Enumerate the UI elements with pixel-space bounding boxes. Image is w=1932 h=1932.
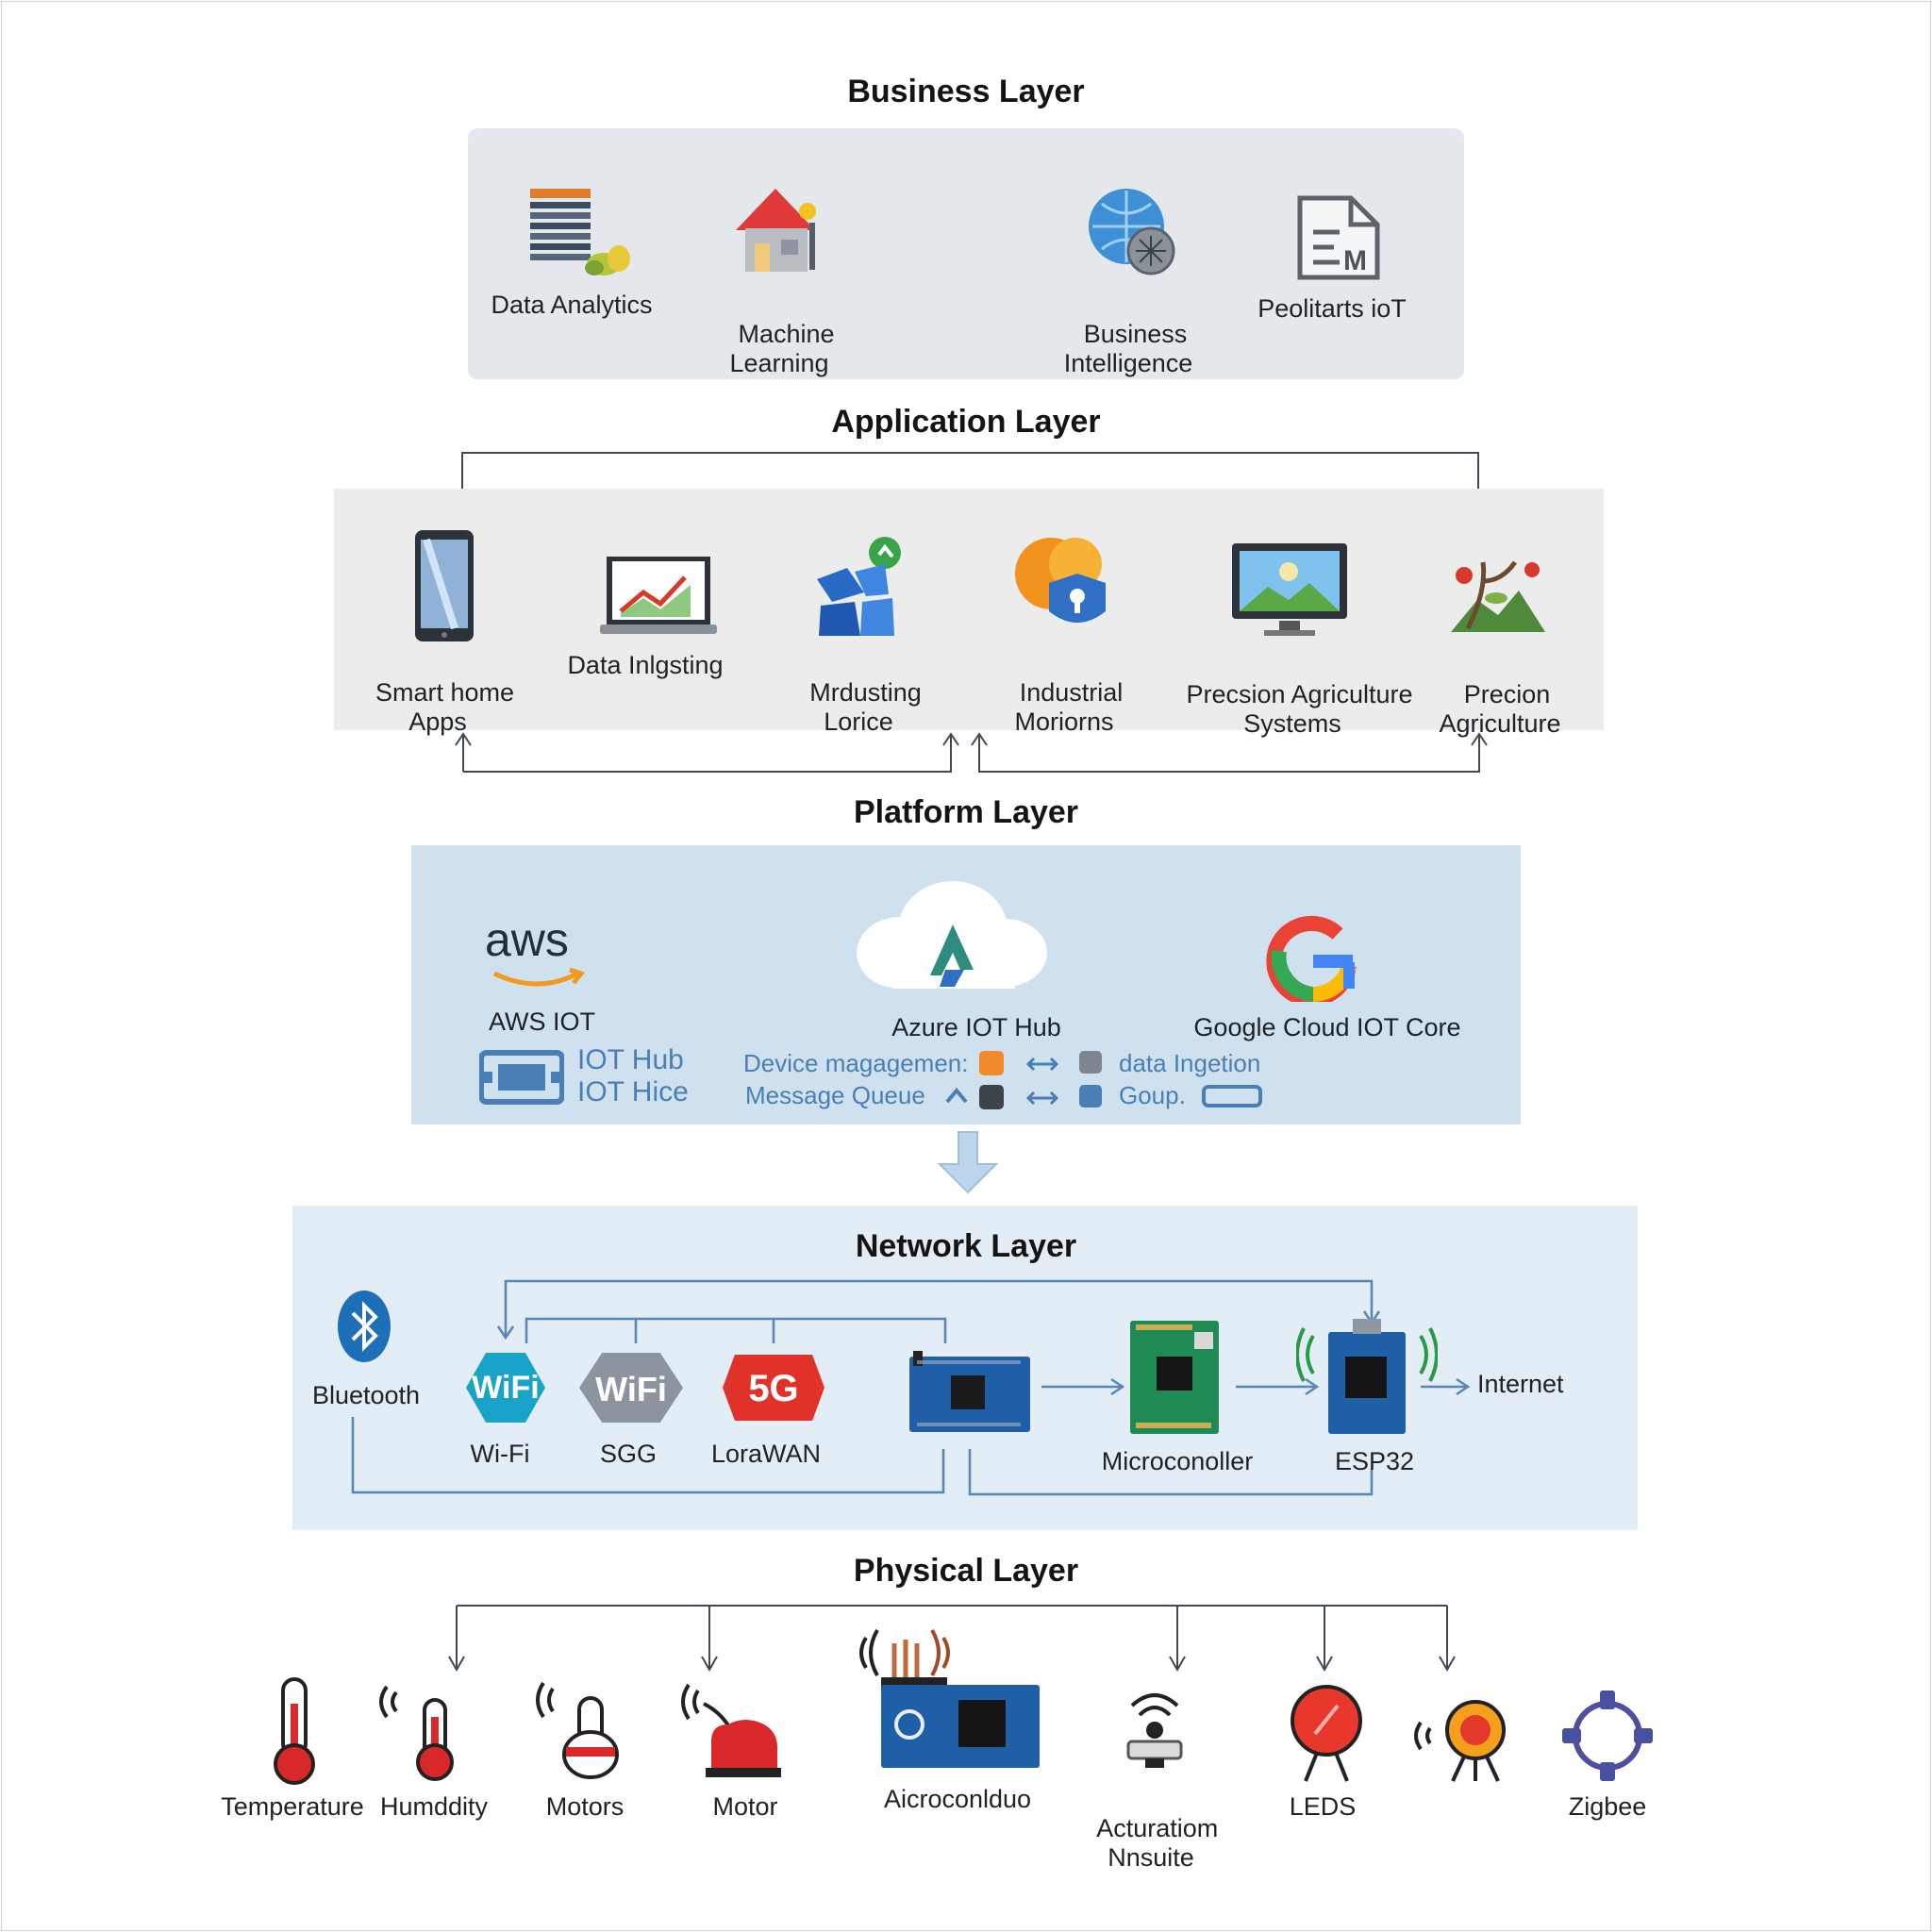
iot-hub-chip-icon xyxy=(479,1050,564,1105)
aws-sub-iot-hice: IOT Hice xyxy=(577,1076,689,1108)
leds-icon xyxy=(1291,1685,1362,1782)
azure-cloud-icon xyxy=(857,881,1047,989)
business-layer-title: Business Layer xyxy=(847,74,1085,109)
temperature-thermometer-icon xyxy=(274,1677,315,1785)
smartphone-icon xyxy=(415,530,474,641)
microcontroller-label: Microconoller xyxy=(1101,1447,1254,1475)
aws-smile-icon xyxy=(492,967,586,987)
monitoring-blocks-icon xyxy=(817,537,901,636)
business-item-machine-learning: Machine Learning xyxy=(675,291,883,378)
industrial-label: Industrial Moriorns xyxy=(1014,678,1124,736)
svg-text:M: M xyxy=(1343,245,1367,276)
physical-item-humidity: Humddity xyxy=(379,1792,489,1821)
internet-label: Internet xyxy=(1477,1370,1564,1398)
wifi-badge-text: WiFi xyxy=(472,1370,540,1406)
machine-learning-label: Machine Learning xyxy=(729,320,835,377)
physical-item-motor: Motor xyxy=(712,1792,778,1821)
physical-item-zigbee: Zigbee xyxy=(1568,1792,1647,1821)
microcontroller-board-icon xyxy=(1130,1321,1219,1434)
google-cloud-icon xyxy=(1266,915,1357,1002)
sgg-badge-icon: WiFi xyxy=(579,1353,683,1423)
application-item-precision-systems: Precsion Agriculture Systems xyxy=(1151,651,1434,739)
bluetooth-icon xyxy=(338,1291,391,1362)
application-item-data-ingesting: Data Inlgsting xyxy=(567,651,724,679)
actuation-router-icon xyxy=(1126,1693,1183,1768)
physical-item-temperature: Temperature xyxy=(221,1792,364,1821)
actuation-label: Acturatiom Nnsuite xyxy=(1096,1814,1219,1872)
feature-group: Goup. xyxy=(1119,1081,1186,1109)
fiveg-badge-text: 5G xyxy=(748,1368,799,1409)
precision-systems-label: Precsion Agriculture Systems xyxy=(1186,680,1413,738)
wifi-badge-icon: WiFi xyxy=(466,1353,545,1423)
physical-item-aicroconlduo: Aicroconlduo xyxy=(883,1785,1032,1813)
application-item-smart-home: Smart home Apps xyxy=(343,649,532,737)
fiveg-badge-icon: 5G xyxy=(723,1355,824,1421)
google-cloud-iot-core-label: Google Cloud IOT Core xyxy=(1193,1013,1461,1041)
zigbee-sensor-icon xyxy=(1414,1700,1506,1782)
physical-item-leds: LEDS xyxy=(1289,1792,1357,1821)
feature-data-ingestion: data Ingetion xyxy=(1119,1049,1261,1077)
bluetooth-label: Bluetooth xyxy=(311,1381,421,1409)
industrial-shield-icon xyxy=(1015,538,1106,623)
smart-home-label: Smart home Apps xyxy=(375,678,515,736)
business-item-iot: Peolitarts ioT xyxy=(1257,294,1407,323)
feature-device-management: Device magagemen: xyxy=(743,1049,969,1077)
wifi-label: Wi-Fi xyxy=(470,1440,530,1468)
dev-board-icon xyxy=(909,1351,1030,1432)
monitor-landscape-icon xyxy=(1232,543,1347,636)
document-icon: M xyxy=(1297,195,1380,280)
physical-item-actuation: Acturatiom Nnsuite xyxy=(1057,1785,1245,1873)
platform-layer-title: Platform Layer xyxy=(853,794,1079,830)
physical-item-motors: Motors xyxy=(545,1792,625,1821)
precision-agriculture-label: Precion Agriculture xyxy=(1439,680,1561,738)
application-item-mrdusting: Mrdusting Lorice xyxy=(764,649,953,737)
physical-layer-title: Physical Layer xyxy=(853,1553,1079,1589)
aws-logo-text: aws xyxy=(485,913,569,966)
application-item-precision-agriculture: Precion Agriculture xyxy=(1406,651,1594,739)
application-layer-panel xyxy=(334,489,1604,730)
business-item-business-intelligence: Business Intelligence xyxy=(1024,291,1232,378)
data-analytics-icon xyxy=(530,189,630,275)
laptop-chart-icon xyxy=(600,557,717,634)
lorawan-label: LoraWAN xyxy=(710,1440,822,1468)
mrdusting-label: Mrdusting Lorice xyxy=(809,678,922,736)
platform-feature-icons xyxy=(945,1051,1262,1109)
business-intelligence-label: Business Intelligence xyxy=(1063,320,1193,377)
zigbee-network-icon xyxy=(1562,1690,1653,1781)
esp32-label: ESP32 xyxy=(1334,1447,1415,1475)
azure-iot-hub-label: Azure IOT Hub xyxy=(891,1013,1061,1041)
motor-alarm-icon xyxy=(681,1683,781,1777)
aws-sub-iot-hub: IOT Hub xyxy=(577,1044,684,1075)
feature-message-queue: Message Queue xyxy=(745,1081,925,1109)
business-intelligence-globe-icon xyxy=(1089,189,1175,275)
esp32-board-icon xyxy=(1296,1319,1438,1434)
sgg-badge-text: WiFi xyxy=(595,1370,667,1408)
application-item-industrial: Industrial Moriorns xyxy=(970,649,1158,737)
machine-learning-house-icon xyxy=(736,189,816,272)
application-layer-title: Application Layer xyxy=(831,404,1101,440)
humidity-thermometer-icon xyxy=(379,1685,454,1781)
network-layer-title: Network Layer xyxy=(855,1228,1077,1264)
microcontroller-sensor-board-icon xyxy=(859,1628,1040,1768)
sgg-label: SGG xyxy=(599,1440,657,1468)
motors-sensor-icon xyxy=(536,1681,619,1779)
aws-iot-label: AWS IOT xyxy=(489,1008,595,1036)
agriculture-plant-icon xyxy=(1451,560,1545,632)
business-item-data-analytics: Data Analytics xyxy=(491,291,653,319)
